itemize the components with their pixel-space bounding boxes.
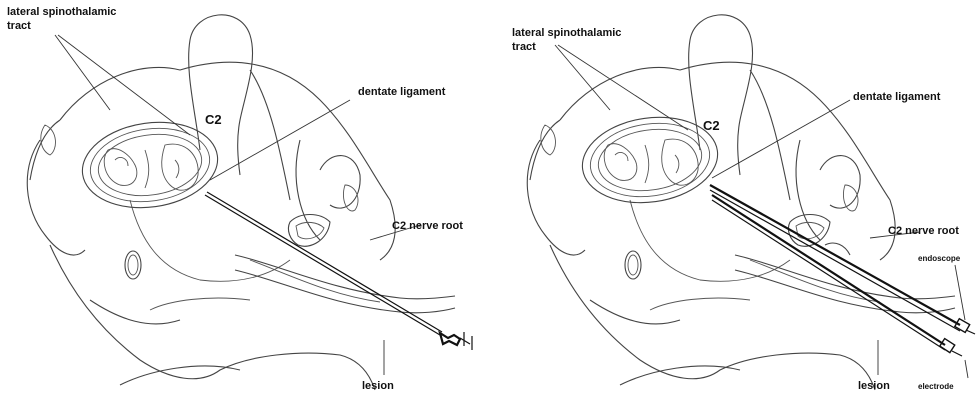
left-label-lesion: lesion <box>362 380 394 392</box>
left-nerve-root <box>235 255 455 313</box>
left-label-nerve-root: C2 nerve root <box>392 220 463 232</box>
left-lesion-electrode <box>205 192 472 350</box>
right-electrode <box>712 195 962 356</box>
right-spinal-cord <box>577 109 723 211</box>
right-label-electrode: electrode <box>918 382 954 391</box>
right-ganglion-lower <box>625 251 641 279</box>
left-label-spinothalamic-1: lateral spinothalamic <box>7 6 116 18</box>
right-panel: lateral spinothalamic tract C2 dentate l… <box>512 15 975 392</box>
left-panel: lateral spinothalamic tract C2 dentate l… <box>7 6 472 392</box>
right-vertebra-outline <box>527 15 895 390</box>
left-ganglion-lower <box>125 251 141 279</box>
right-label-lesion: lesion <box>858 380 890 392</box>
left-label-c2: C2 <box>205 112 222 127</box>
right-label-spinothalamic-2: tract <box>512 41 536 53</box>
right-label-spinothalamic-1: lateral spinothalamic <box>512 27 621 39</box>
right-label-dentate-ligament: dentate ligament <box>853 91 941 103</box>
right-label-endoscope: endoscope <box>918 254 961 263</box>
left-spinal-cord <box>77 114 223 216</box>
left-label-dentate-ligament: dentate ligament <box>358 86 446 98</box>
left-vertebra-outline <box>27 15 395 390</box>
right-label-nerve-root: C2 nerve root <box>888 225 959 237</box>
right-label-c2: C2 <box>703 118 720 133</box>
left-ganglion-upper <box>288 215 330 247</box>
left-label-spinothalamic-2: tract <box>7 20 31 32</box>
